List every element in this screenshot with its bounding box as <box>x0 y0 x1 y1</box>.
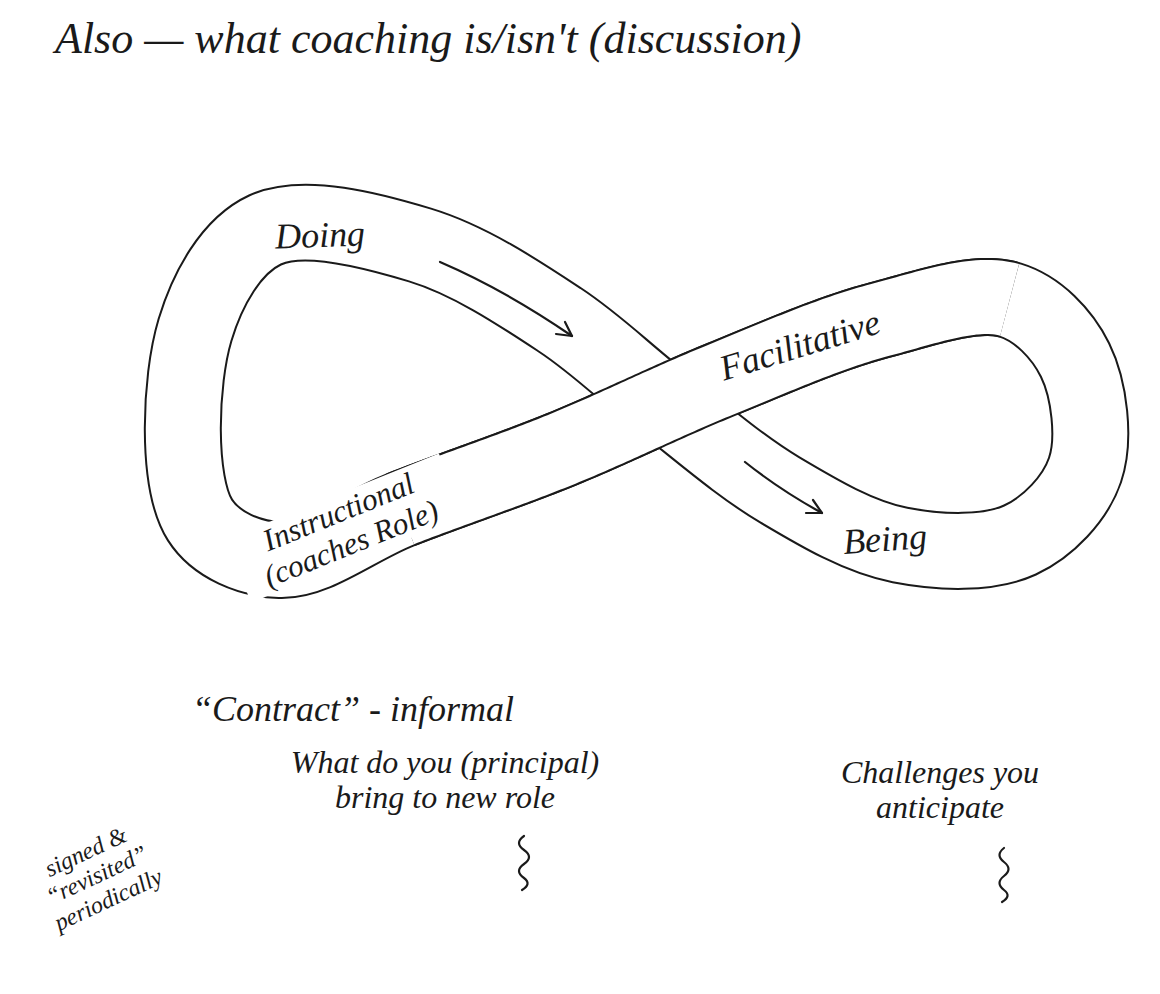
note-text: What do you (principal) bring to new rol… <box>270 745 620 815</box>
note-text: Challenges you anticipate <box>815 755 1065 825</box>
title-text: Also — what coaching is/isn't (discussio… <box>55 14 801 65</box>
squiggle-mark <box>519 836 529 890</box>
band-text: Being <box>838 517 933 563</box>
band-text: Doing <box>270 215 369 258</box>
ribbon-edge <box>401 297 1010 510</box>
note-text: “Contract” - informal <box>188 690 518 730</box>
note-text: signed & “revisited” periodically <box>12 808 181 943</box>
squiggle-mark <box>1000 848 1009 902</box>
ribbon-fill <box>401 297 1010 510</box>
ribbon-band: DoingFacilitativeInstructional (coaches … <box>140 170 1130 630</box>
